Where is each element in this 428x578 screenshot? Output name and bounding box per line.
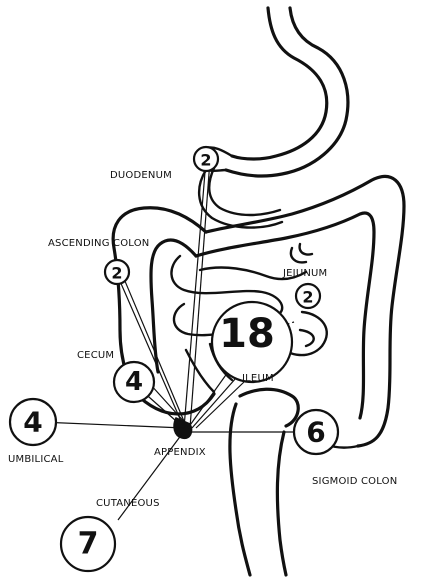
label-umbilical: UMBILICAL	[8, 454, 64, 465]
count-cutaneous: 7	[78, 527, 99, 562]
label-appendix: APPENDIX	[154, 447, 206, 458]
bubble-umbilical: 4	[10, 399, 56, 445]
label-sigmoid-colon: SIGMOID COLON	[312, 476, 397, 487]
label-cecum: CECUM	[77, 350, 114, 361]
label-ascending-colon: ASCENDING COLON	[48, 238, 149, 249]
count-ascending-colon: 2	[111, 264, 122, 283]
leader-cecum-2	[150, 384, 188, 426]
count-sigmoid-colon: 6	[306, 416, 325, 449]
stomach-drawing	[199, 8, 348, 176]
count-ileum: 18	[219, 311, 275, 357]
label-duodenum: DUODENUM	[110, 170, 172, 181]
bubble-ascending-colon: 2	[105, 260, 129, 284]
bubble-ileum: 18	[212, 302, 292, 382]
label-ileum: ILEUM	[242, 373, 274, 384]
bubble-sigmoid-colon: 6	[294, 410, 338, 454]
label-jejunum: JEJUNUM	[282, 268, 327, 279]
label-cutaneous: CUTANEOUS	[96, 498, 160, 509]
count-cecum: 4	[125, 367, 143, 397]
count-jejunum: 2	[302, 288, 313, 307]
bubble-cutaneous: 7	[61, 517, 115, 571]
leader-ascending-colon-2	[122, 274, 186, 426]
bubble-duodenum: 2	[194, 147, 218, 171]
bubble-cecum: 4	[114, 362, 154, 402]
leader-umbilical	[40, 422, 184, 428]
bubble-jejunum: 2	[296, 284, 320, 308]
leader-ileum-2	[192, 378, 236, 428]
count-duodenum: 2	[200, 151, 211, 170]
count-umbilical: 4	[23, 406, 42, 439]
